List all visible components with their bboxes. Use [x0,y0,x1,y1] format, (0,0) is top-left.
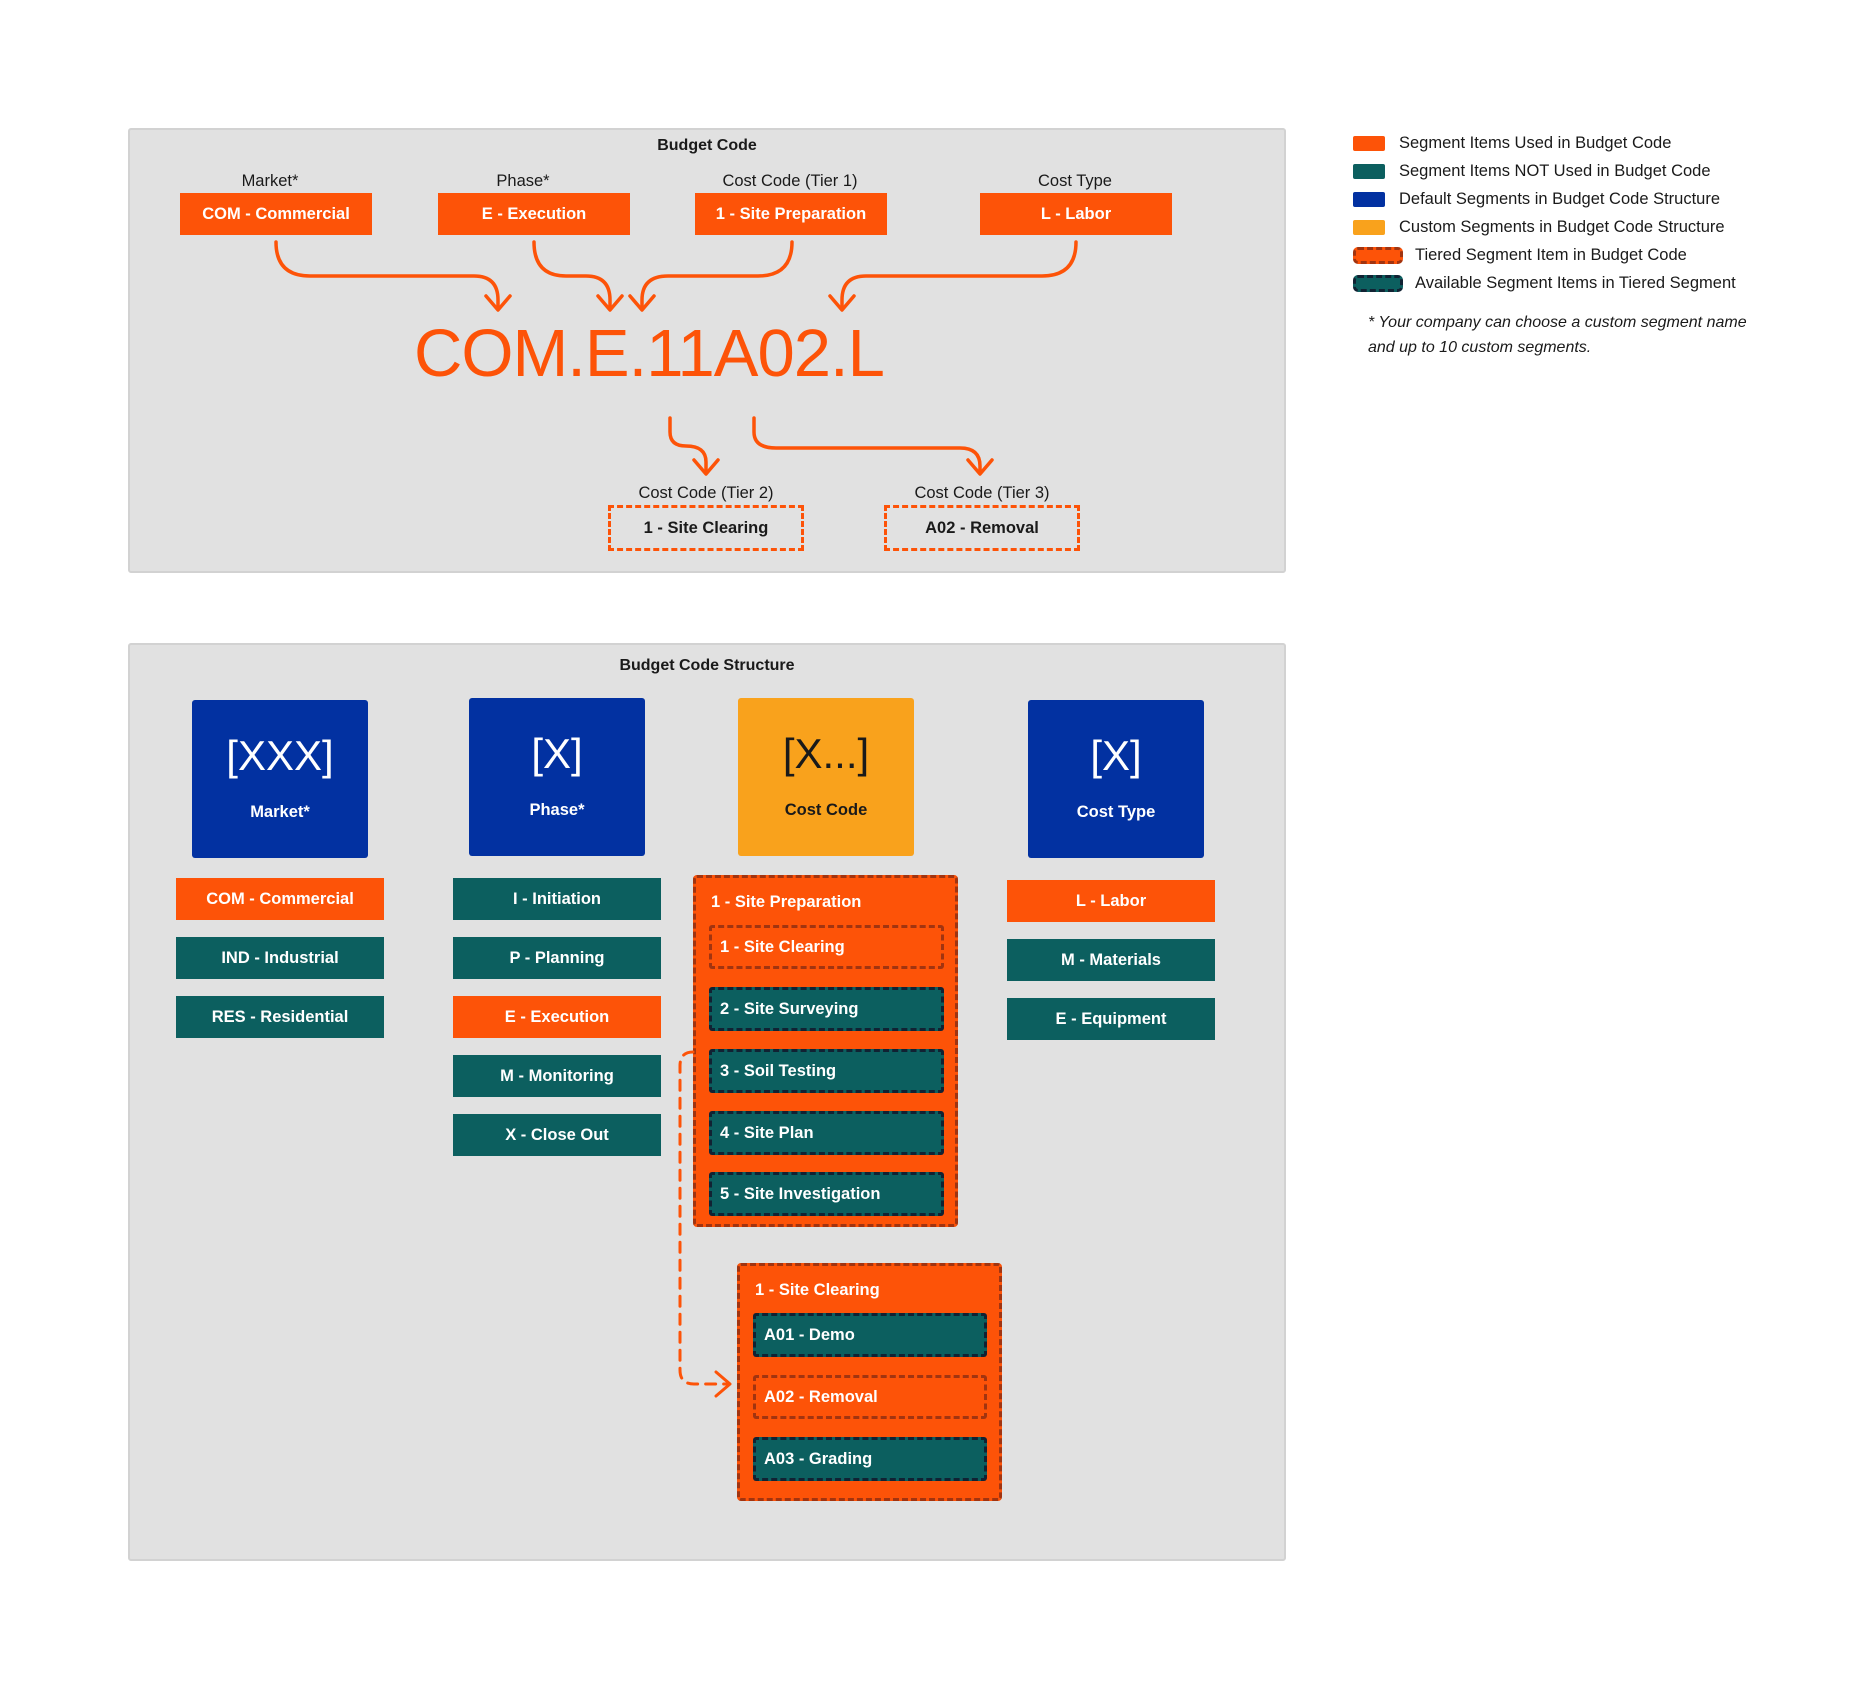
arrowhead-tier2 [692,458,720,476]
arrowhead-cost-code [628,294,656,312]
legend-swatch-tiered [1353,247,1403,264]
arrow-tier3 [752,416,982,472]
segment-cost-code: [X...] Cost Code [738,698,914,856]
tier2-head: 1 - Site Clearing [755,1281,880,1299]
tier2-label: Cost Code (Tier 2) [638,484,774,502]
tier1-item: 3 - Soil Testing [709,1049,944,1093]
legend-item: Custom Segments in Budget Code Structure [1353,218,1725,237]
tier1-head: 1 - Site Preparation [711,893,862,911]
segment-cost-type-symbol: [X] [1090,732,1142,779]
phase-item: P - Planning [453,937,661,979]
arrowhead-phase [596,294,624,312]
budget-code-value: COM.E.11A02.L [414,316,885,391]
budget-code-title: Budget Code [657,137,757,154]
tier2-item: A03 - Grading [753,1437,987,1481]
structure-title: Budget Code Structure [619,657,795,674]
legend-label: Segment Items Used in Budget Code [1399,134,1672,152]
segment-cost-type-name: Cost Type [1076,803,1156,821]
segment-market: [XXX] Market* [192,700,368,858]
cost-type-item: L - Labor [1007,880,1215,922]
legend-item: Segment Items NOT Used in Budget Code [1353,162,1711,181]
market-item: RES - Residential [176,996,384,1038]
legend-item: Segment Items Used in Budget Code [1353,134,1671,153]
legend-swatch-custom [1353,220,1385,235]
arrow-cost-type [840,240,1078,310]
arrow-cost-code [640,240,794,310]
phase-item: X - Close Out [453,1114,661,1156]
arrowhead-cost-type [828,294,856,312]
arrowhead-market [484,294,512,312]
segment-phase-symbol: [X] [531,730,583,777]
legend-swatch-used [1353,136,1385,151]
tier-connector-arrowhead [714,1370,732,1398]
tier1-item: 2 - Site Surveying [709,987,944,1031]
tier2-item: A02 - Removal [753,1375,987,1419]
legend-label: Segment Items NOT Used in Budget Code [1399,162,1711,180]
segment-item-phase: E - Execution [438,193,630,235]
segment-market-name: Market* [250,803,310,821]
segment-label-cost-code-tier1: Cost Code (Tier 1) [722,172,858,190]
arrow-market [274,240,500,310]
tier-connector [678,1050,730,1386]
segment-phase-name: Phase* [529,801,585,819]
segment-cost-code-symbol: [X...] [782,730,870,777]
phase-item: M - Monitoring [453,1055,661,1097]
market-item: IND - Industrial [176,937,384,979]
legend-item: Default Segments in Budget Code Structur… [1353,190,1720,209]
legend-note: * Your company can choose a custom segme… [1368,314,1747,356]
legend-label: Tiered Segment Item in Budget Code [1415,246,1687,264]
tier1-item: 1 - Site Clearing [709,925,944,969]
segment-item-cost-code-tier1: 1 - Site Preparation [695,193,887,235]
phase-item: I - Initiation [453,878,661,920]
arrow-phase [532,240,612,310]
segment-cost-code-name: Cost Code [784,801,868,819]
tier2-item: 1 - Site Clearing [608,505,804,551]
segment-cost-type: [X] Cost Type [1028,700,1204,858]
segment-market-symbol: [XXX] [226,732,334,779]
segment-item-cost-type: L - Labor [980,193,1172,235]
phase-item: E - Execution [453,996,661,1038]
segment-item-market: COM - Commercial [180,193,372,235]
cost-type-item: M - Materials [1007,939,1215,981]
legend-swatch-not-used [1353,164,1385,179]
tier3-item: A02 - Removal [884,505,1080,551]
segment-label-market: Market* [241,172,299,190]
tier1-item: 5 - Site Investigation [709,1172,944,1216]
legend-item: Available Segment Items in Tiered Segmen… [1353,274,1736,293]
tier2-item: A01 - Demo [753,1313,987,1357]
tier3-label: Cost Code (Tier 3) [914,484,1050,502]
legend-item: Tiered Segment Item in Budget Code [1353,246,1687,265]
legend-label: Custom Segments in Budget Code Structure [1399,218,1725,236]
cost-type-item: E - Equipment [1007,998,1215,1040]
legend-label: Default Segments in Budget Code Structur… [1399,190,1721,208]
segment-label-cost-type: Cost Type [1038,172,1112,190]
legend-swatch-default [1353,192,1385,207]
tier1-item: 4 - Site Plan [709,1111,944,1155]
arrow-tier2 [668,416,708,472]
arrowhead-tier3 [966,458,994,476]
segment-label-phase: Phase* [496,172,550,190]
legend-swatch-available [1353,275,1403,292]
legend-label: Available Segment Items in Tiered Segmen… [1415,274,1736,292]
segment-phase: [X] Phase* [469,698,645,856]
market-item: COM - Commercial [176,878,384,920]
